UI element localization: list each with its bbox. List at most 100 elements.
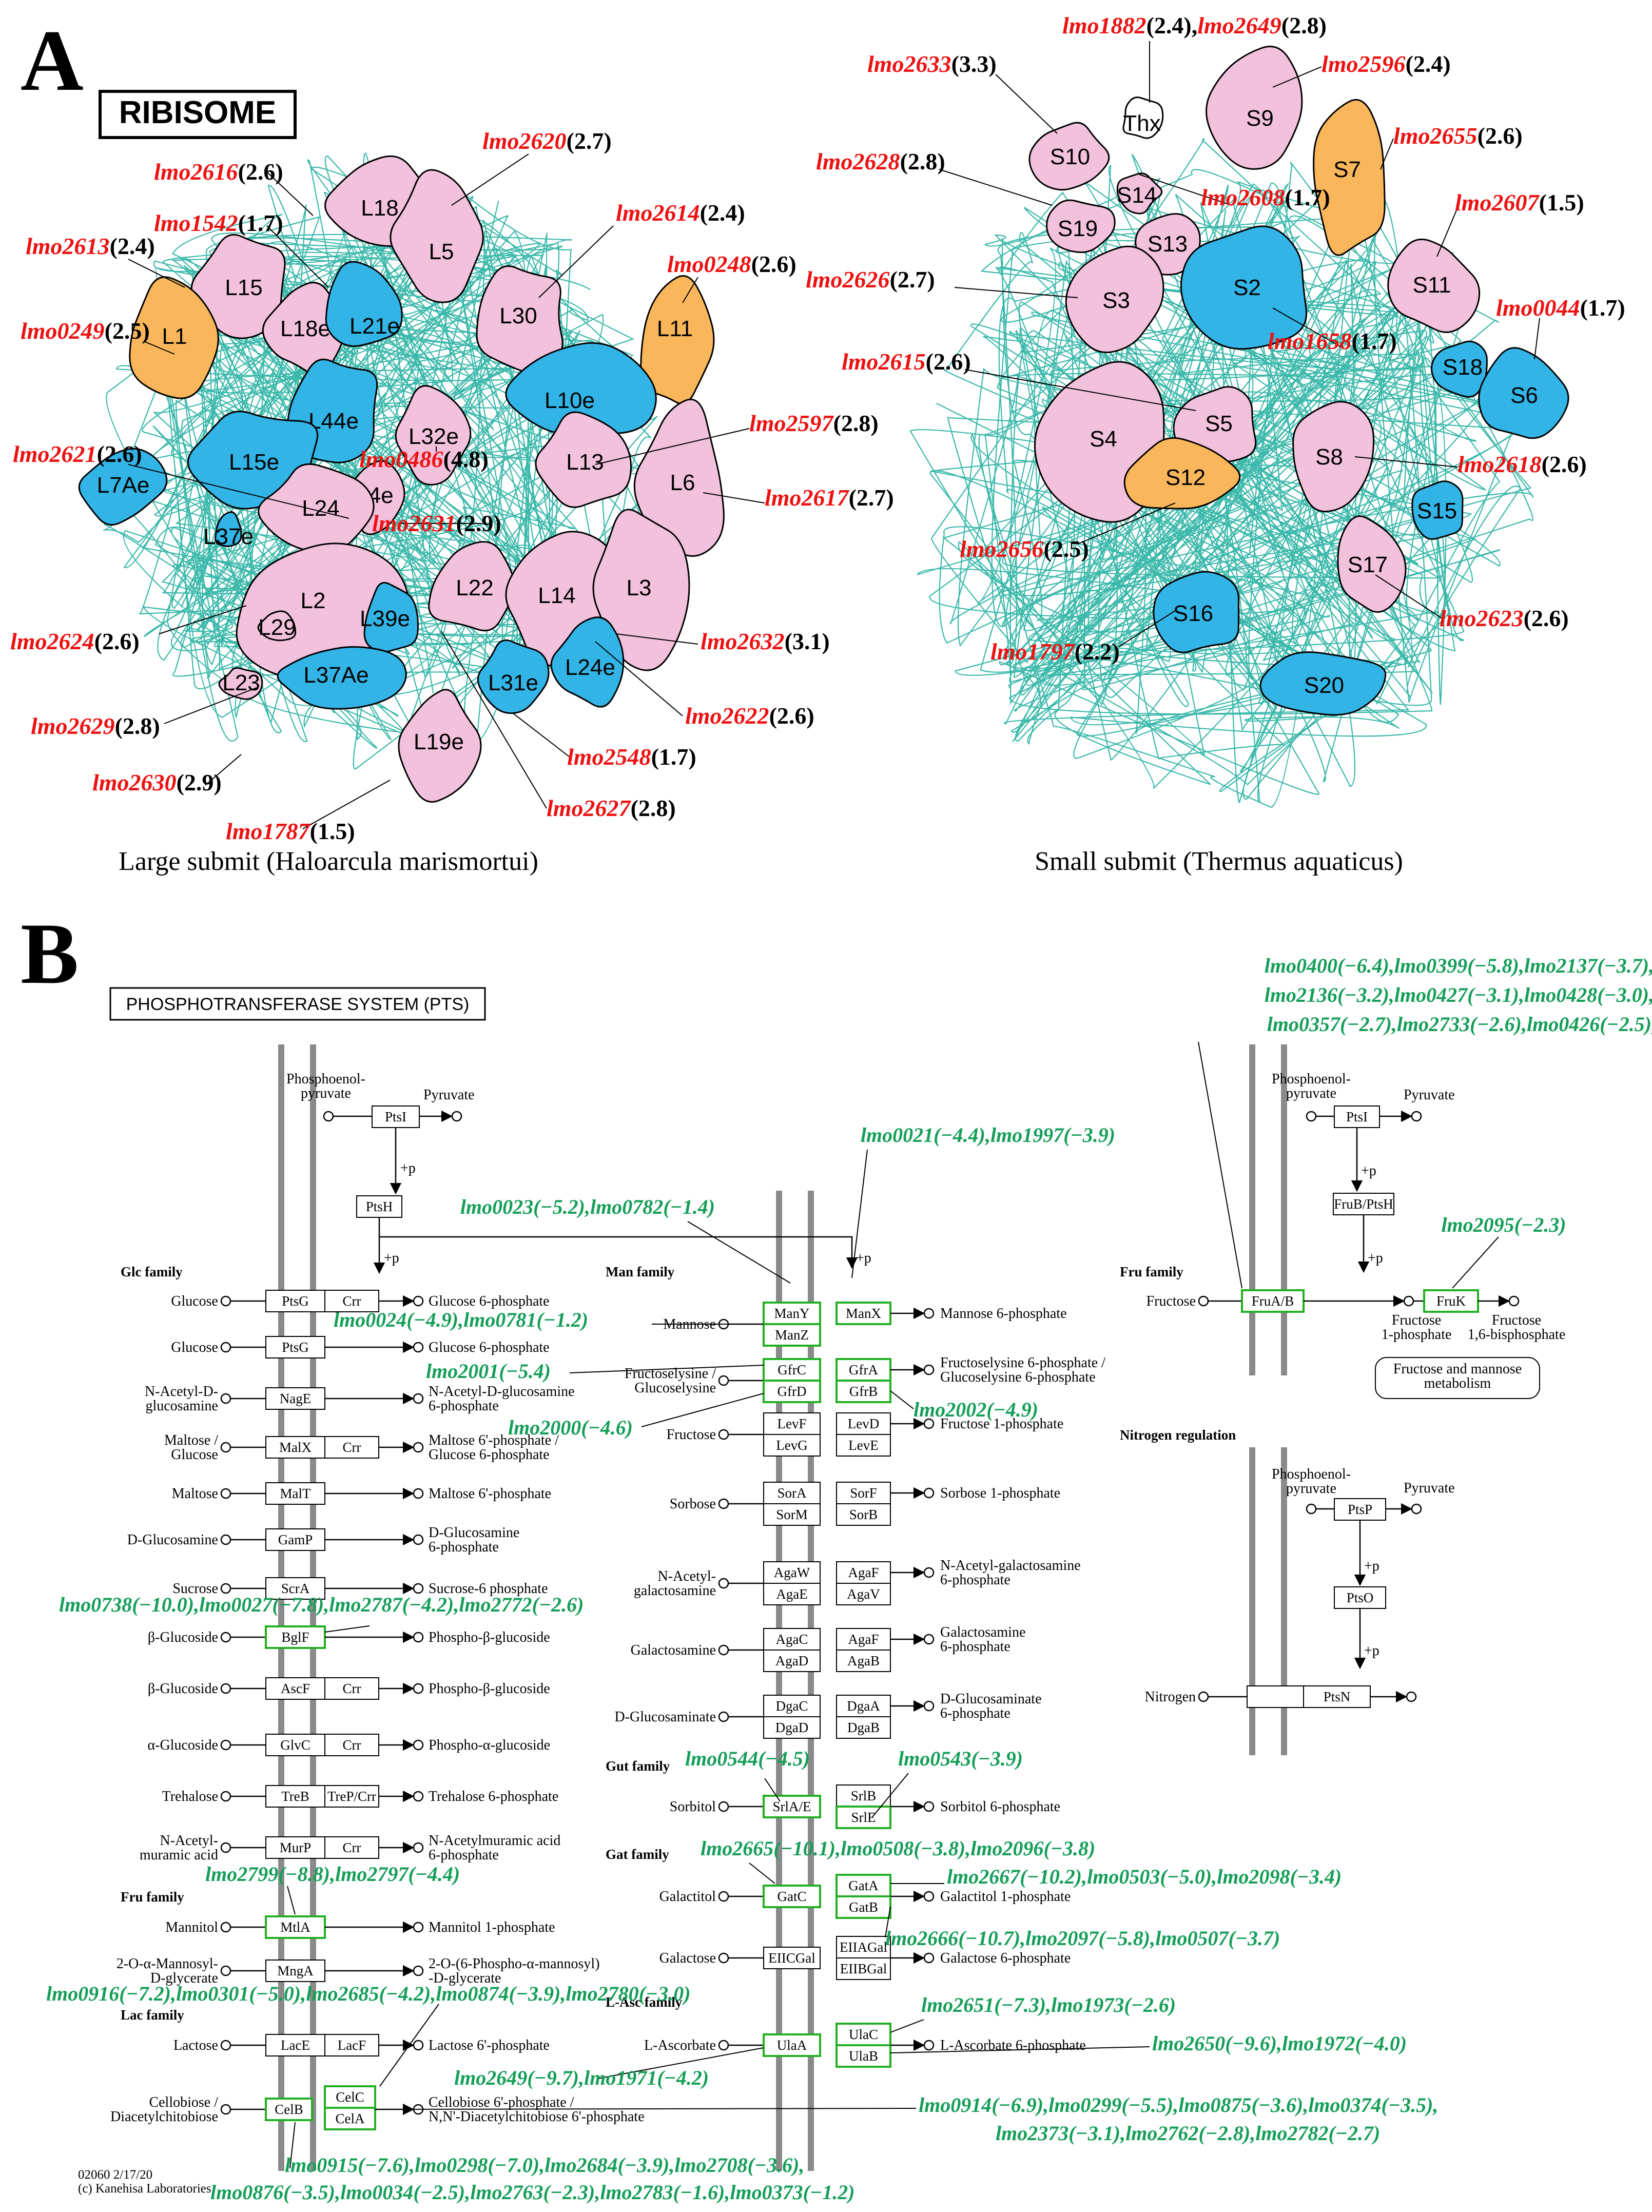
line: Lactose — [173, 2038, 218, 2053]
small-gene-lmo2596: lmo2596(2.4) — [1321, 51, 1451, 77]
compound-circle — [220, 1534, 231, 1545]
small-gene-lmo1797: lmo1797(2.2) — [990, 638, 1120, 665]
gene-box-label-dgad: DgaD — [775, 1720, 808, 1735]
protein-label-s6: S6 — [1510, 383, 1538, 408]
leader-lmo2614 — [538, 225, 614, 298]
green-gene-label-3: lmo0021(−4.4),lmo1997(−3.9) — [861, 1123, 1115, 1147]
substrate-glucoside: α-Glucoside — [147, 1737, 218, 1753]
nitrogen-transporter — [1247, 1685, 1304, 1708]
gene-box-label-gfrd: GfrD — [778, 1384, 807, 1399]
line: Fructose — [1146, 1293, 1196, 1309]
small-gene-lmo2607: lmo2607(1.5) — [1455, 189, 1584, 216]
protein-s11 — [1387, 239, 1481, 333]
protein-s19 — [1046, 199, 1116, 254]
product-cellobiose: Cellobiose 6'-phosphate /N,N'-Diacetylch… — [429, 2094, 645, 2125]
ribosome-title: RIBISOME — [119, 95, 277, 130]
gene-box-label-srle: SrlE — [851, 1810, 876, 1825]
substrate-galactitol: Galactitol — [659, 1889, 716, 1905]
leader-lmo2655 — [1380, 138, 1394, 170]
line: Pyruvate — [423, 1087, 475, 1103]
gene-box-scra — [265, 1577, 325, 1600]
gene-box-label-ptsh: PtsH — [366, 1199, 393, 1214]
gene-box-celc — [324, 2085, 376, 2109]
gene-box-agad — [763, 1650, 821, 1672]
green-gene-label-16: lmo2666(−10.7),lmo2097(−5.8),lmo0507(−3.… — [885, 1927, 1280, 1950]
substrate-n-acetyl-d-glucosamine: N-Acetyl-D-glucosamine — [145, 1384, 218, 1414]
line: Pyruvate — [1404, 1087, 1455, 1103]
compound-circle — [718, 1952, 729, 1964]
green-leader — [764, 1778, 781, 1802]
large-gene-lmo0248: lmo0248(2.6) — [667, 251, 796, 277]
substrate-sorbitol: Sorbitol — [670, 1799, 716, 1815]
protein-label-s8: S8 — [1315, 444, 1343, 470]
green-gene-label-6: lmo0024(−4.9),lmo0781(−1.2) — [334, 1308, 588, 1331]
gene-box-label-bglf: BglF — [281, 1629, 309, 1645]
gene-box-label-agav: AgaV — [847, 1586, 880, 1602]
protein-s9 — [1206, 46, 1303, 170]
leader-lmo2548 — [513, 713, 570, 758]
compound-circle — [220, 1442, 231, 1453]
gene-box-crr — [324, 1677, 379, 1700]
gene-box-dgaa — [836, 1695, 891, 1717]
plus-p-label: +p — [384, 1250, 399, 1266]
protein-label-l14: L14 — [538, 583, 575, 608]
line: Fructoselysine 6-phosphate / — [940, 1355, 1105, 1371]
line: D-Glucosaminate — [615, 1709, 716, 1725]
gene-box-agaf — [836, 1561, 891, 1584]
line: Man family — [606, 1264, 675, 1279]
large-gene-lmo2629: lmo2629(2.8) — [31, 713, 160, 739]
substrate-fructose: Fructose — [667, 1427, 716, 1443]
leader-lmo2608 — [1139, 174, 1232, 206]
gene-id: lmo2616 — [154, 159, 238, 185]
gene-box-gfrd — [763, 1380, 821, 1403]
compound-circle — [413, 1683, 424, 1694]
gene-box-levg — [763, 1434, 821, 1457]
compound-circle — [413, 1791, 424, 1802]
compound-circle — [923, 1952, 935, 1964]
fold-change: (2.6) — [1542, 451, 1587, 477]
leader-lmo2620 — [451, 153, 529, 206]
gene-id: lmo2632 — [701, 628, 785, 654]
compound-circle — [413, 1534, 424, 1545]
fold-change: (2.4) — [1406, 51, 1451, 77]
protein-l24 — [258, 463, 375, 553]
gene-box-ulab — [835, 2044, 891, 2068]
line: +p — [1364, 1643, 1379, 1659]
large-gene-lmo2632: lmo2632(3.1) — [701, 628, 830, 654]
substrate-cellobiose: Cellobiose /Diacetylchitobiose — [110, 2094, 218, 2125]
gene-box-label-ptsg: PtsG — [282, 1293, 309, 1309]
gene-box-label-mtla: MtlA — [280, 1919, 310, 1935]
line: Glucoselysine 6-phosphate — [940, 1369, 1096, 1385]
protein-label-s2: S2 — [1233, 275, 1261, 300]
gene-box-eiicgal — [763, 1947, 821, 1969]
gene-id: lmo2631 — [372, 510, 456, 536]
gene-box-label-dgab: DgaB — [847, 1720, 880, 1735]
gene-box-crr — [324, 1734, 379, 1756]
fold-change: (2.8) — [900, 148, 945, 174]
gene-box-label-many: ManY — [774, 1306, 810, 1321]
gene-box-label-gatc: GatC — [778, 1889, 807, 1904]
line: -D-glycerate — [429, 1970, 501, 1986]
line: β-Glucoside — [148, 1629, 218, 1645]
gene-box-eiibgal — [836, 1957, 891, 1980]
protein-label-s18: S18 — [1443, 355, 1483, 380]
line: Galactosamine — [940, 1624, 1025, 1640]
pyruvate-label-right: Pyruvate — [1404, 1087, 1455, 1103]
fold-change: (1.5) — [310, 818, 355, 844]
gene-box-nage — [265, 1387, 325, 1410]
gene-box-sorb — [836, 1503, 891, 1526]
leader-lmo2615 — [964, 369, 1196, 411]
plus-p-label: +p — [1364, 1558, 1379, 1574]
protein-l32e — [395, 385, 472, 486]
compound-circle — [718, 1644, 729, 1656]
gene-box-label-agad: AgaD — [775, 1653, 808, 1668]
leader-lmo2623 — [1375, 574, 1443, 619]
protein-label-s20: S20 — [1304, 673, 1344, 698]
protein-label-l11: L11 — [657, 316, 693, 341]
compound-circle — [413, 1442, 424, 1453]
gene-id: lmo2548 — [567, 744, 651, 770]
line: Nitrogen — [1144, 1689, 1196, 1705]
line: Gut family — [606, 1758, 670, 1774]
product-sorbose-1-phosphate: Sorbose 1-phosphate — [940, 1485, 1060, 1501]
